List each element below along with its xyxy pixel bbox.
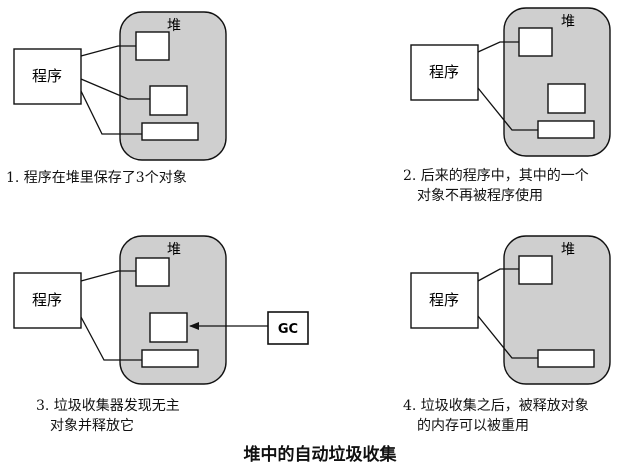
reference-line	[80, 270, 136, 282]
reference-line	[477, 87, 538, 131]
caption-step-4: 4. 垃圾收集之后，被释放对象 的内存可以被重用	[403, 396, 589, 436]
heap-object	[518, 27, 553, 57]
caption-line: 2. 后来的程序中，其中的一个	[403, 168, 589, 184]
heap-object	[141, 122, 199, 141]
heap-object-unreferenced	[149, 312, 188, 343]
reference-line	[477, 268, 519, 282]
gc-box	[267, 311, 309, 345]
caption-line: 1. 程序在堆里保存了3个对象	[6, 170, 187, 186]
program-label: 程序	[32, 67, 62, 85]
reference-line	[80, 90, 142, 135]
panel-2: 堆 程序	[410, 7, 611, 157]
program-box	[410, 272, 479, 329]
heap-object	[537, 120, 595, 139]
program-label: 程序	[429, 63, 459, 81]
caption-line: 对象并释放它	[50, 418, 134, 434]
reference-line	[477, 315, 538, 359]
heap-object	[135, 31, 170, 61]
caption-line: 3. 垃圾收集器发现无主	[36, 398, 180, 414]
heap-object	[141, 349, 199, 368]
caption-line: 对象不再被程序使用	[417, 188, 543, 204]
caption-step-1: 1. 程序在堆里保存了3个对象	[6, 168, 187, 188]
heap-object	[547, 83, 586, 114]
reference-line	[80, 78, 150, 100]
reference-line	[80, 316, 142, 361]
caption-line: 4. 垃圾收集之后，被释放对象	[403, 398, 589, 414]
panel-3: 堆 程序 GC	[13, 235, 309, 385]
program-box	[410, 44, 479, 101]
program-label: 程序	[32, 291, 62, 309]
heap-object	[149, 85, 188, 116]
panel-4: 堆 程序	[410, 235, 611, 385]
program-box	[13, 48, 82, 105]
program-box	[13, 272, 82, 329]
caption-step-2: 2. 后来的程序中，其中的一个 对象不再被程序使用	[403, 166, 589, 206]
heap-object	[518, 255, 553, 285]
reference-line	[80, 45, 136, 57]
caption-step-3: 3. 垃圾收集器发现无主 对象并释放它	[36, 396, 180, 436]
heap-label: 堆	[561, 14, 575, 30]
caption-line: 的内存可以被重用	[417, 418, 529, 434]
program-label: 程序	[429, 291, 459, 309]
heap-label: 堆	[561, 242, 575, 258]
heap-object	[537, 349, 595, 368]
heap-object	[135, 257, 170, 287]
reference-line	[477, 41, 519, 53]
heap-label: 堆	[167, 18, 181, 34]
panel-1: 堆 程序	[13, 11, 227, 161]
gc-label: GC	[278, 322, 298, 337]
figure-title: 堆中的自动垃圾收集	[243, 445, 397, 465]
heap-label: 堆	[167, 242, 181, 258]
